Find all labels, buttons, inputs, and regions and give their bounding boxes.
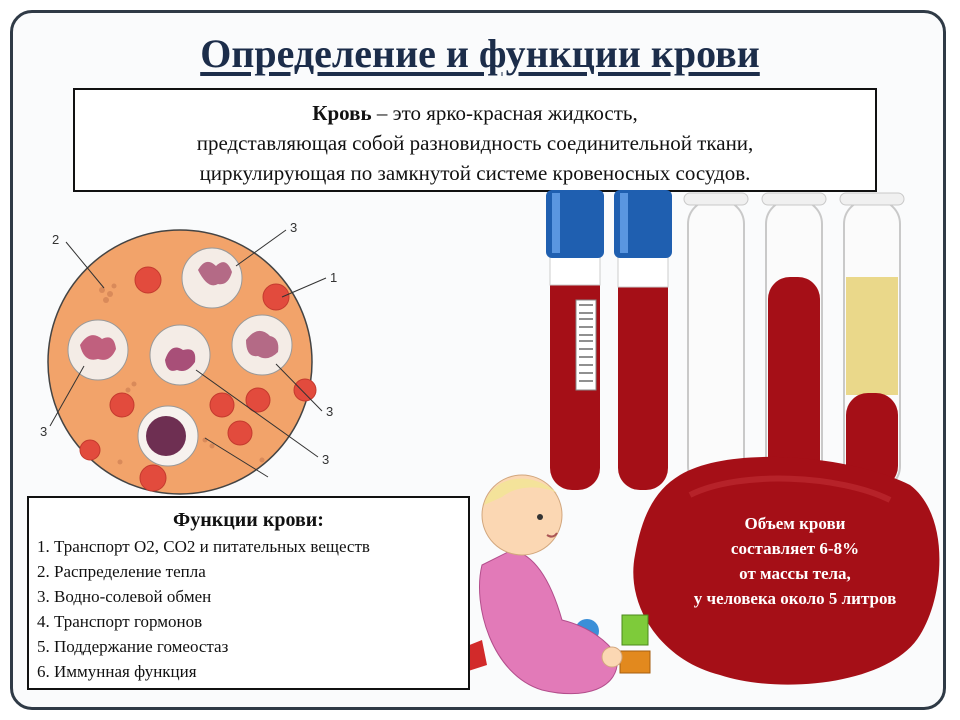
definition-box: Кровь – это ярко-красная жидкость, предс… bbox=[73, 88, 877, 192]
definition-line-1: – это ярко-красная жидкость, bbox=[371, 101, 638, 125]
smear-label-3-right: 3 bbox=[326, 404, 333, 419]
baby-figure bbox=[479, 474, 623, 695]
tube-5-separated bbox=[839, 192, 905, 491]
blood-drop-shape bbox=[633, 456, 940, 685]
blood-volume-text: Объем крови составляет 6-8% от массы тел… bbox=[660, 511, 930, 611]
function-item: 1. Транспорт О2, СО2 и питательных вещес… bbox=[37, 537, 370, 556]
function-item: 2. Распределение тепла bbox=[37, 562, 206, 581]
functions-title: Функции крови: bbox=[173, 509, 324, 531]
functions-list: 1. Транспорт О2, СО2 и питательных вещес… bbox=[29, 534, 468, 684]
blood-smear-illustration: 2 3 1 3 3 3 bbox=[40, 220, 337, 495]
white-blood-cells bbox=[67, 247, 293, 467]
function-item: 4. Транспорт гормонов bbox=[37, 612, 203, 631]
smear-label-3-left: 3 bbox=[40, 424, 47, 439]
function-item: 3. Водно-солевой обмен bbox=[37, 587, 212, 606]
functions-box: Функции крови: 1. Транспорт О2, СО2 и пи… bbox=[27, 496, 470, 690]
smear-label-3-top: 3 bbox=[290, 220, 297, 235]
red-blood-cells bbox=[79, 266, 317, 492]
smear-label-2: 2 bbox=[52, 232, 59, 247]
definition-line-3: циркулирующая по замкнутой системе крове… bbox=[199, 161, 751, 185]
function-item: 5. Поддержание гомеостаз bbox=[37, 637, 229, 656]
volume-line-4: у человека около 5 литров bbox=[693, 589, 897, 608]
smear-label-3-bottom: 3 bbox=[322, 452, 329, 467]
function-item: 6. Иммунная функция bbox=[37, 662, 197, 681]
volume-line-1: Объем крови bbox=[744, 514, 846, 533]
smear-label-1: 1 bbox=[330, 270, 337, 285]
definition-line-2: представляющая собой разновидность соеди… bbox=[196, 131, 754, 155]
platelets bbox=[99, 283, 265, 465]
definition-term: Кровь bbox=[312, 101, 372, 125]
smear-labels bbox=[49, 229, 327, 478]
tube-2 bbox=[614, 190, 672, 490]
volume-line-3: от массы тела, bbox=[739, 564, 851, 583]
volume-line-2: составляет 6-8% bbox=[730, 539, 860, 558]
tube-1 bbox=[546, 190, 604, 490]
page-title: Определение и функции крови bbox=[200, 31, 760, 76]
